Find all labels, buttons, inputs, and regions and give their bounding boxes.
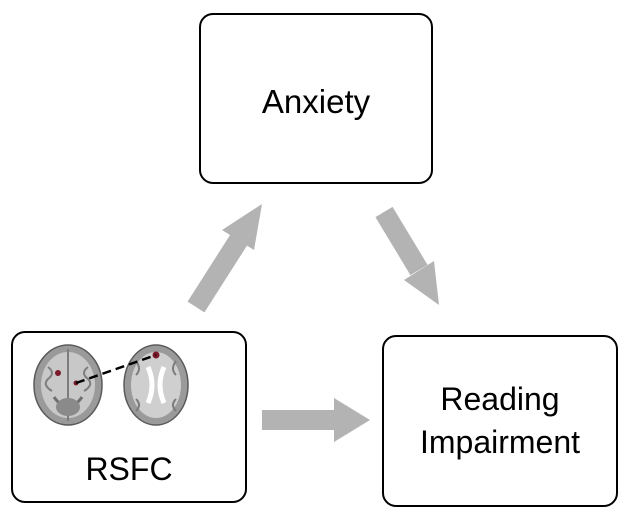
anxiety-label: Anxiety — [261, 83, 371, 120]
arrow-rsfc-to-anxiety — [187, 204, 262, 313]
brain-axial-slice-icon — [123, 344, 189, 426]
brain-images — [33, 344, 189, 426]
rsfc-label: RSFC — [85, 451, 173, 487]
arrow-rsfc-to-reading — [262, 398, 370, 442]
arrow-anxiety-to-reading — [375, 206, 439, 305]
brain-axial-slice-icon — [33, 344, 103, 426]
anxiety-node: Anxiety — [199, 13, 433, 184]
reading-label-line2: Impairment — [419, 424, 581, 460]
connectivity-dashed-line — [75, 353, 157, 385]
reading-impairment-node: Reading Impairment — [382, 335, 618, 507]
reading-label-line1: Reading — [440, 381, 560, 417]
